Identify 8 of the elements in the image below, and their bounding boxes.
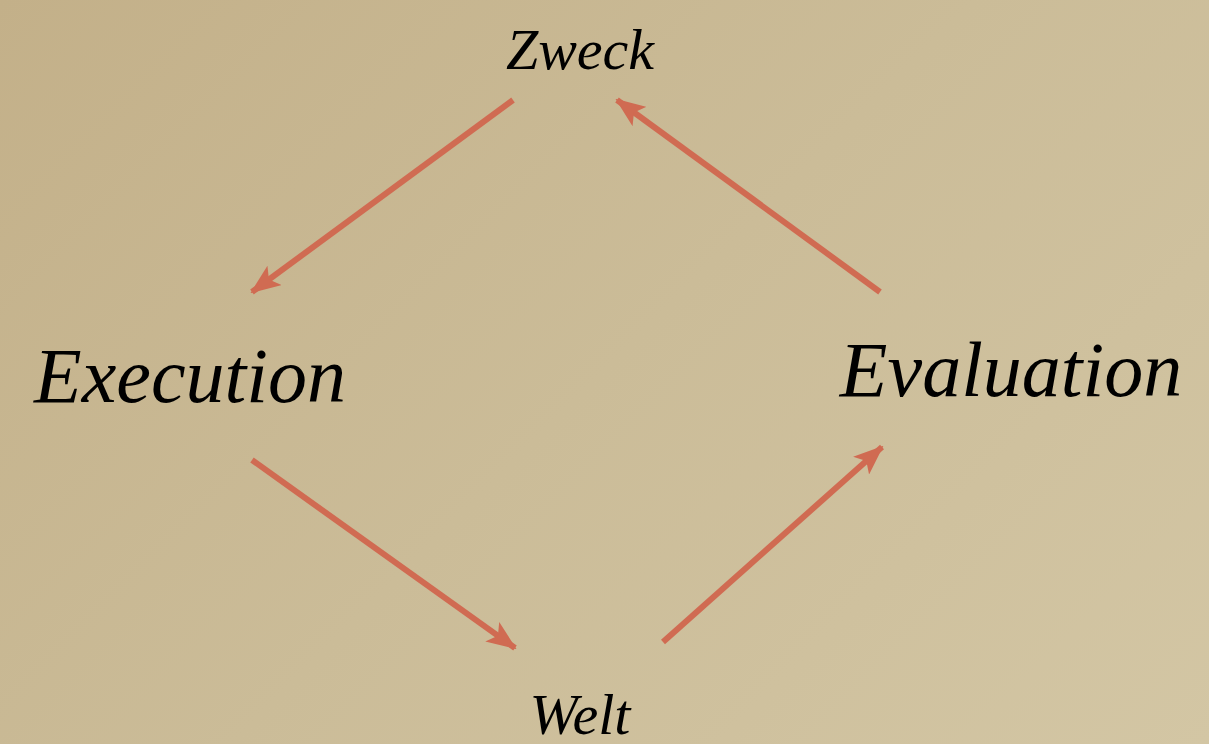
arrow xyxy=(615,97,882,295)
arrow xyxy=(250,97,515,295)
node-label: Evaluation xyxy=(839,330,1183,409)
arrow xyxy=(661,444,884,645)
node-label: Zweck xyxy=(505,21,655,79)
node-label: Welt xyxy=(529,686,631,744)
arrow xyxy=(250,457,517,651)
node-label: Execution xyxy=(34,337,346,415)
